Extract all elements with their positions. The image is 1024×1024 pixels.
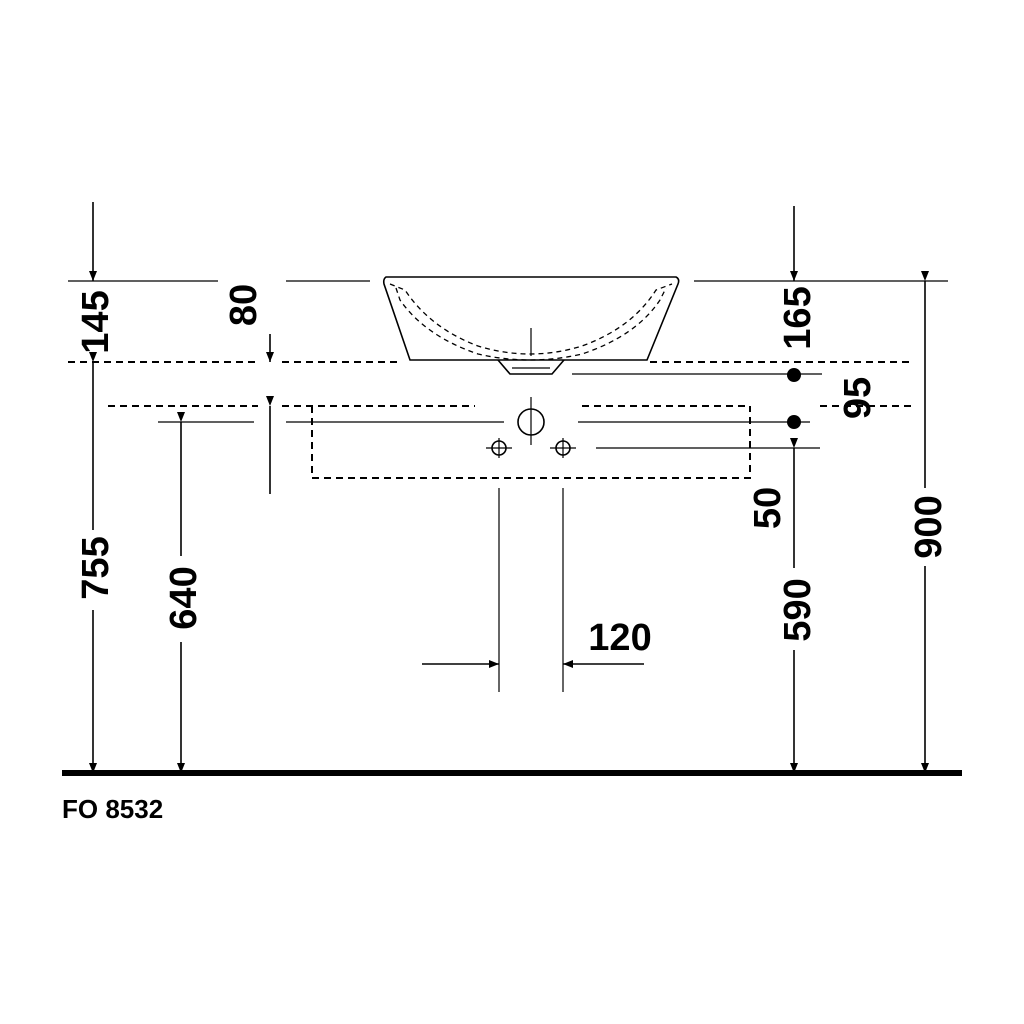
dimension-lines: [89, 202, 929, 773]
waste-outlet: [286, 397, 810, 445]
dimension-590: 590: [777, 578, 819, 641]
reference-dot-lower: [787, 415, 801, 429]
dimension-80: 80: [223, 284, 265, 326]
cabinet-dashed-outline: [311, 406, 751, 479]
dimension-50: 50: [747, 487, 789, 529]
dimension-640: 640: [163, 566, 205, 629]
dimension-900: 900: [908, 495, 950, 558]
dimension-165: 165: [777, 286, 819, 349]
drawing-reference: FO 8532: [62, 794, 163, 824]
dimension-120: 120: [588, 617, 651, 659]
supply-connections: [486, 438, 820, 692]
dimension-95: 95: [837, 377, 879, 419]
dimension-145: 145: [75, 290, 117, 353]
dimension-755: 755: [75, 536, 117, 599]
reference-dot-upper: [787, 368, 801, 382]
basin-outline: [382, 276, 680, 375]
